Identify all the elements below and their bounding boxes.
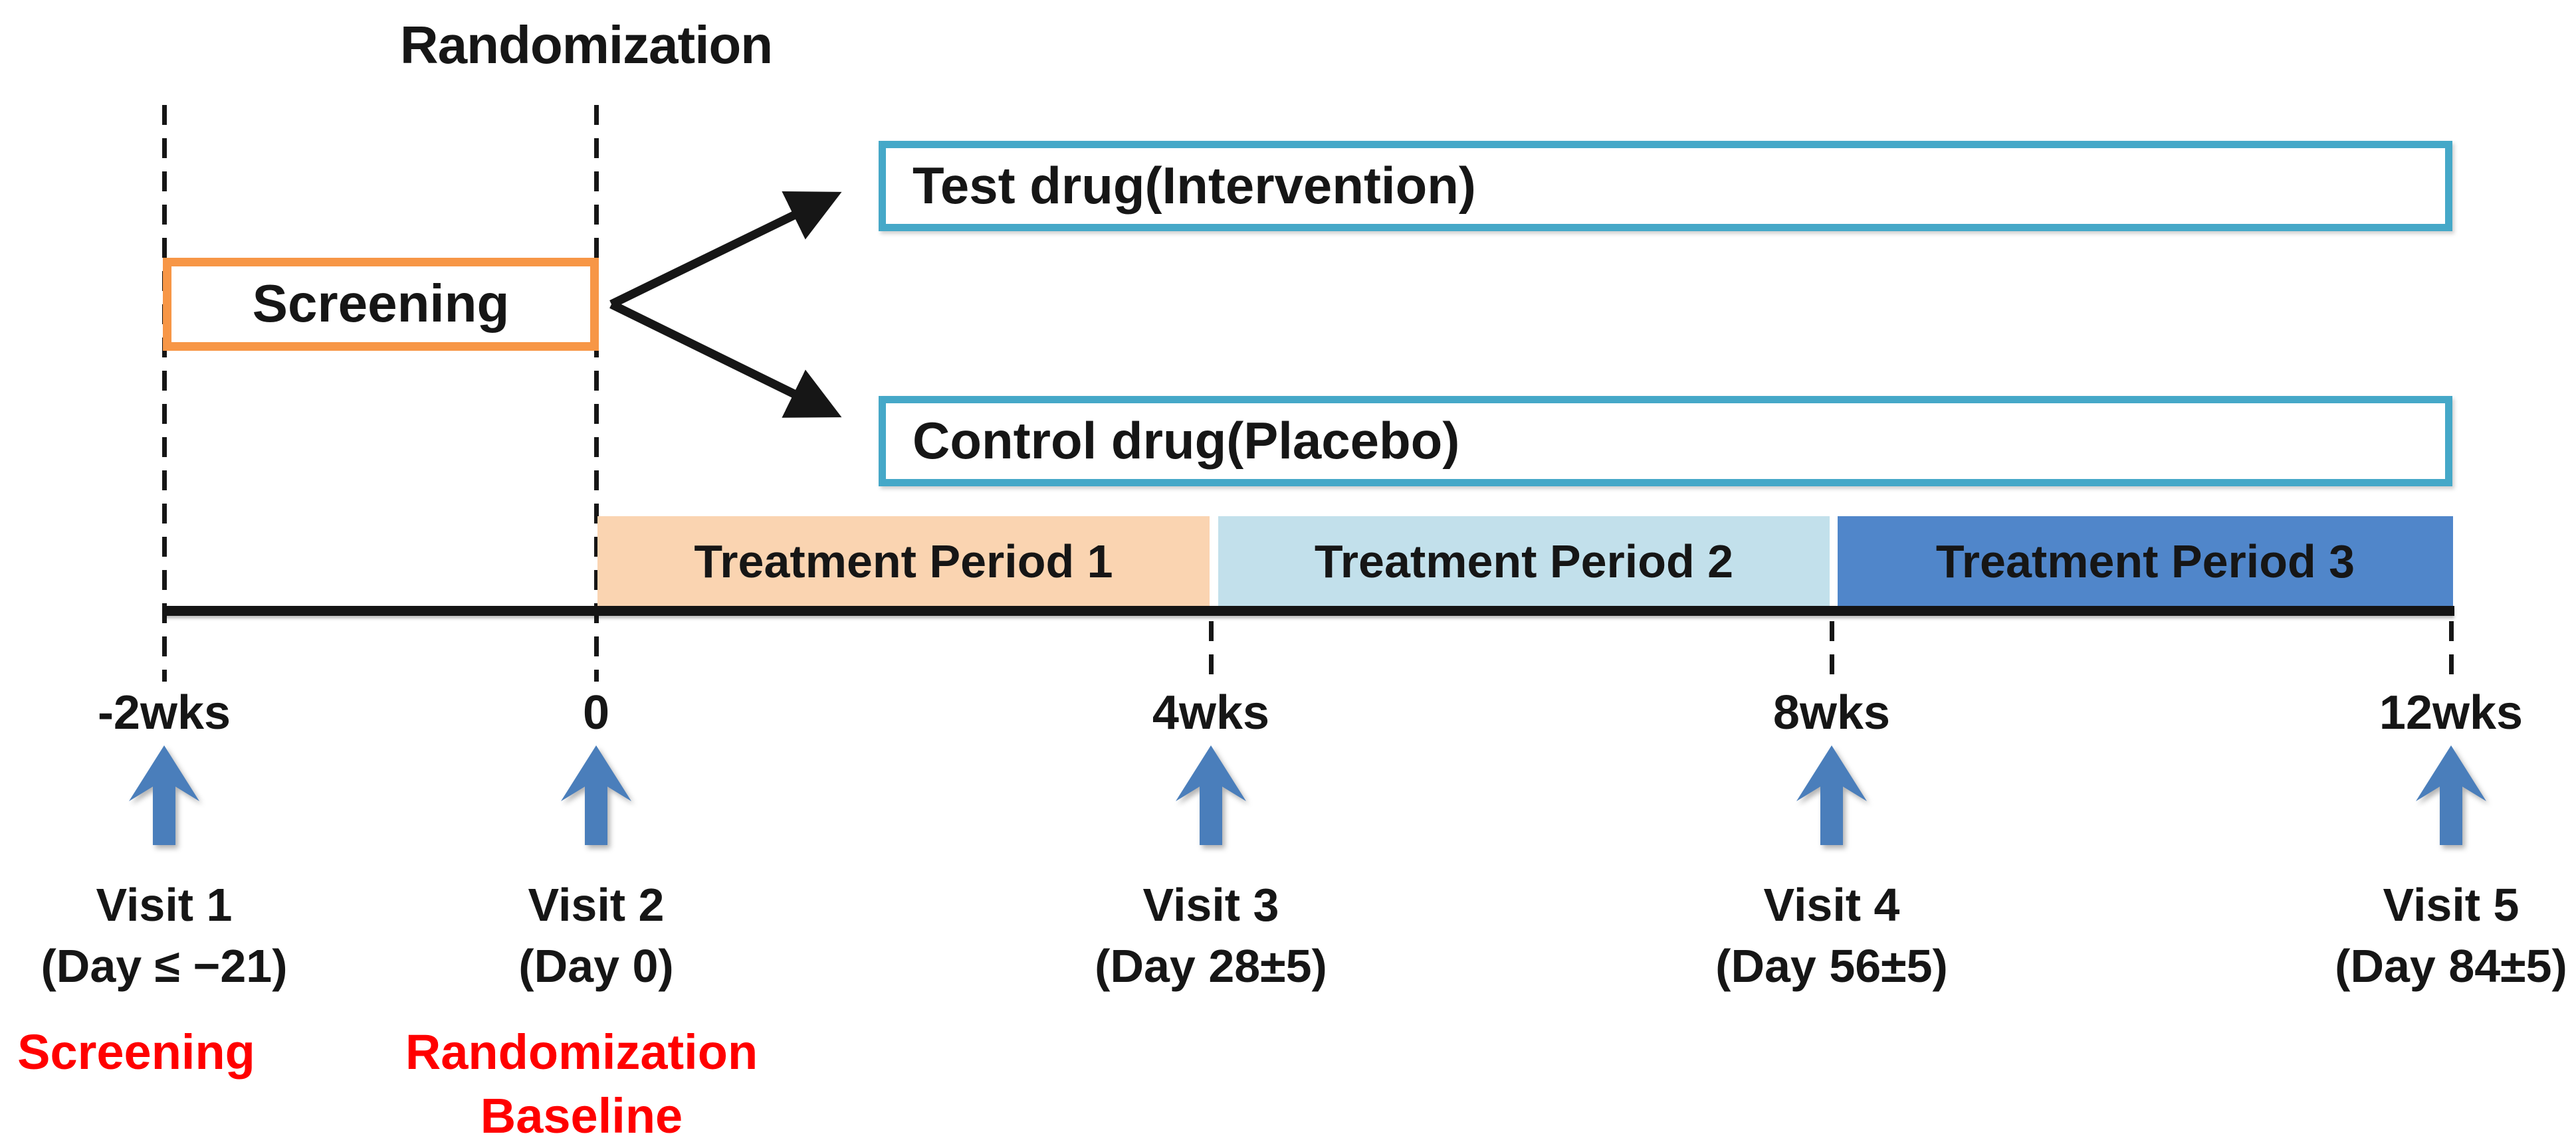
treatment-period-1-bar: Treatment Period 1 bbox=[597, 516, 1210, 607]
tick-label-4wks: 4wks bbox=[1152, 686, 1270, 739]
dashed-line-12wks bbox=[2449, 621, 2454, 682]
visit-1-name: Visit 1 bbox=[96, 879, 233, 931]
treatment-period-3-bar: Treatment Period 3 bbox=[1838, 516, 2453, 607]
visit-2-note-line1: Randomization bbox=[405, 1024, 758, 1080]
visit-1-note: Screening bbox=[0, 1020, 296, 1084]
timeline-axis bbox=[164, 606, 2454, 616]
fork-arrow-up-icon bbox=[609, 191, 842, 308]
randomization-title: Randomization bbox=[399, 15, 773, 74]
visit-4-label: Visit 4 (Day 56±5) bbox=[1626, 874, 2038, 997]
visit-1-note-text: Screening bbox=[17, 1024, 255, 1080]
dashed-line-0wks bbox=[594, 105, 599, 682]
visit-5-arrow-icon bbox=[2416, 745, 2486, 845]
dashed-line-8wks bbox=[1830, 621, 1834, 682]
dashed-line-minus2wks bbox=[162, 105, 167, 682]
visit-4-name: Visit 4 bbox=[1763, 879, 1900, 931]
visit-5-name: Visit 5 bbox=[2383, 879, 2520, 931]
visit-3-arrow-icon bbox=[1176, 745, 1246, 845]
visit-3-day: (Day 28±5) bbox=[1095, 940, 1327, 992]
visit-2-label: Visit 2 (Day 0) bbox=[390, 874, 802, 997]
visit-5-label: Visit 5 (Day 84±5) bbox=[2245, 874, 2576, 997]
visit-2-name: Visit 2 bbox=[528, 879, 665, 931]
visit-3-name: Visit 3 bbox=[1142, 879, 1279, 931]
visit-1-day: (Day ≤ −21) bbox=[41, 940, 288, 992]
tick-label-minus2wks: -2wks bbox=[97, 686, 231, 739]
visit-2-note: Randomization Baseline bbox=[395, 1020, 768, 1148]
visit-2-day: (Day 0) bbox=[518, 940, 674, 992]
control-drug-box: Control drug(Placebo) bbox=[879, 396, 2452, 486]
randomization-fork-arrows-icon bbox=[609, 191, 842, 418]
treatment-period-2-bar: Treatment Period 2 bbox=[1218, 516, 1830, 607]
visit-4-arrow-icon bbox=[1796, 745, 1867, 845]
test-drug-box: Test drug(Intervention) bbox=[879, 141, 2452, 231]
visit-4-day: (Day 56±5) bbox=[1715, 940, 1948, 992]
screening-box: Screening bbox=[163, 258, 599, 351]
tick-label-0: 0 bbox=[582, 686, 610, 739]
visit-1-label: Visit 1 (Day ≤ −21) bbox=[0, 874, 370, 997]
visit-2-arrow-icon bbox=[561, 745, 631, 845]
visit-3-label: Visit 3 (Day 28±5) bbox=[1005, 874, 1417, 997]
visit-2-note-line2: Baseline bbox=[480, 1088, 683, 1143]
tick-label-8wks: 8wks bbox=[1772, 686, 1891, 739]
tick-label-12wks: 12wks bbox=[2379, 686, 2523, 739]
fork-arrow-down-icon bbox=[609, 300, 842, 418]
visit-5-day: (Day 84±5) bbox=[2335, 940, 2567, 992]
visit-1-arrow-icon bbox=[129, 745, 199, 845]
dashed-line-4wks bbox=[1209, 621, 1214, 682]
